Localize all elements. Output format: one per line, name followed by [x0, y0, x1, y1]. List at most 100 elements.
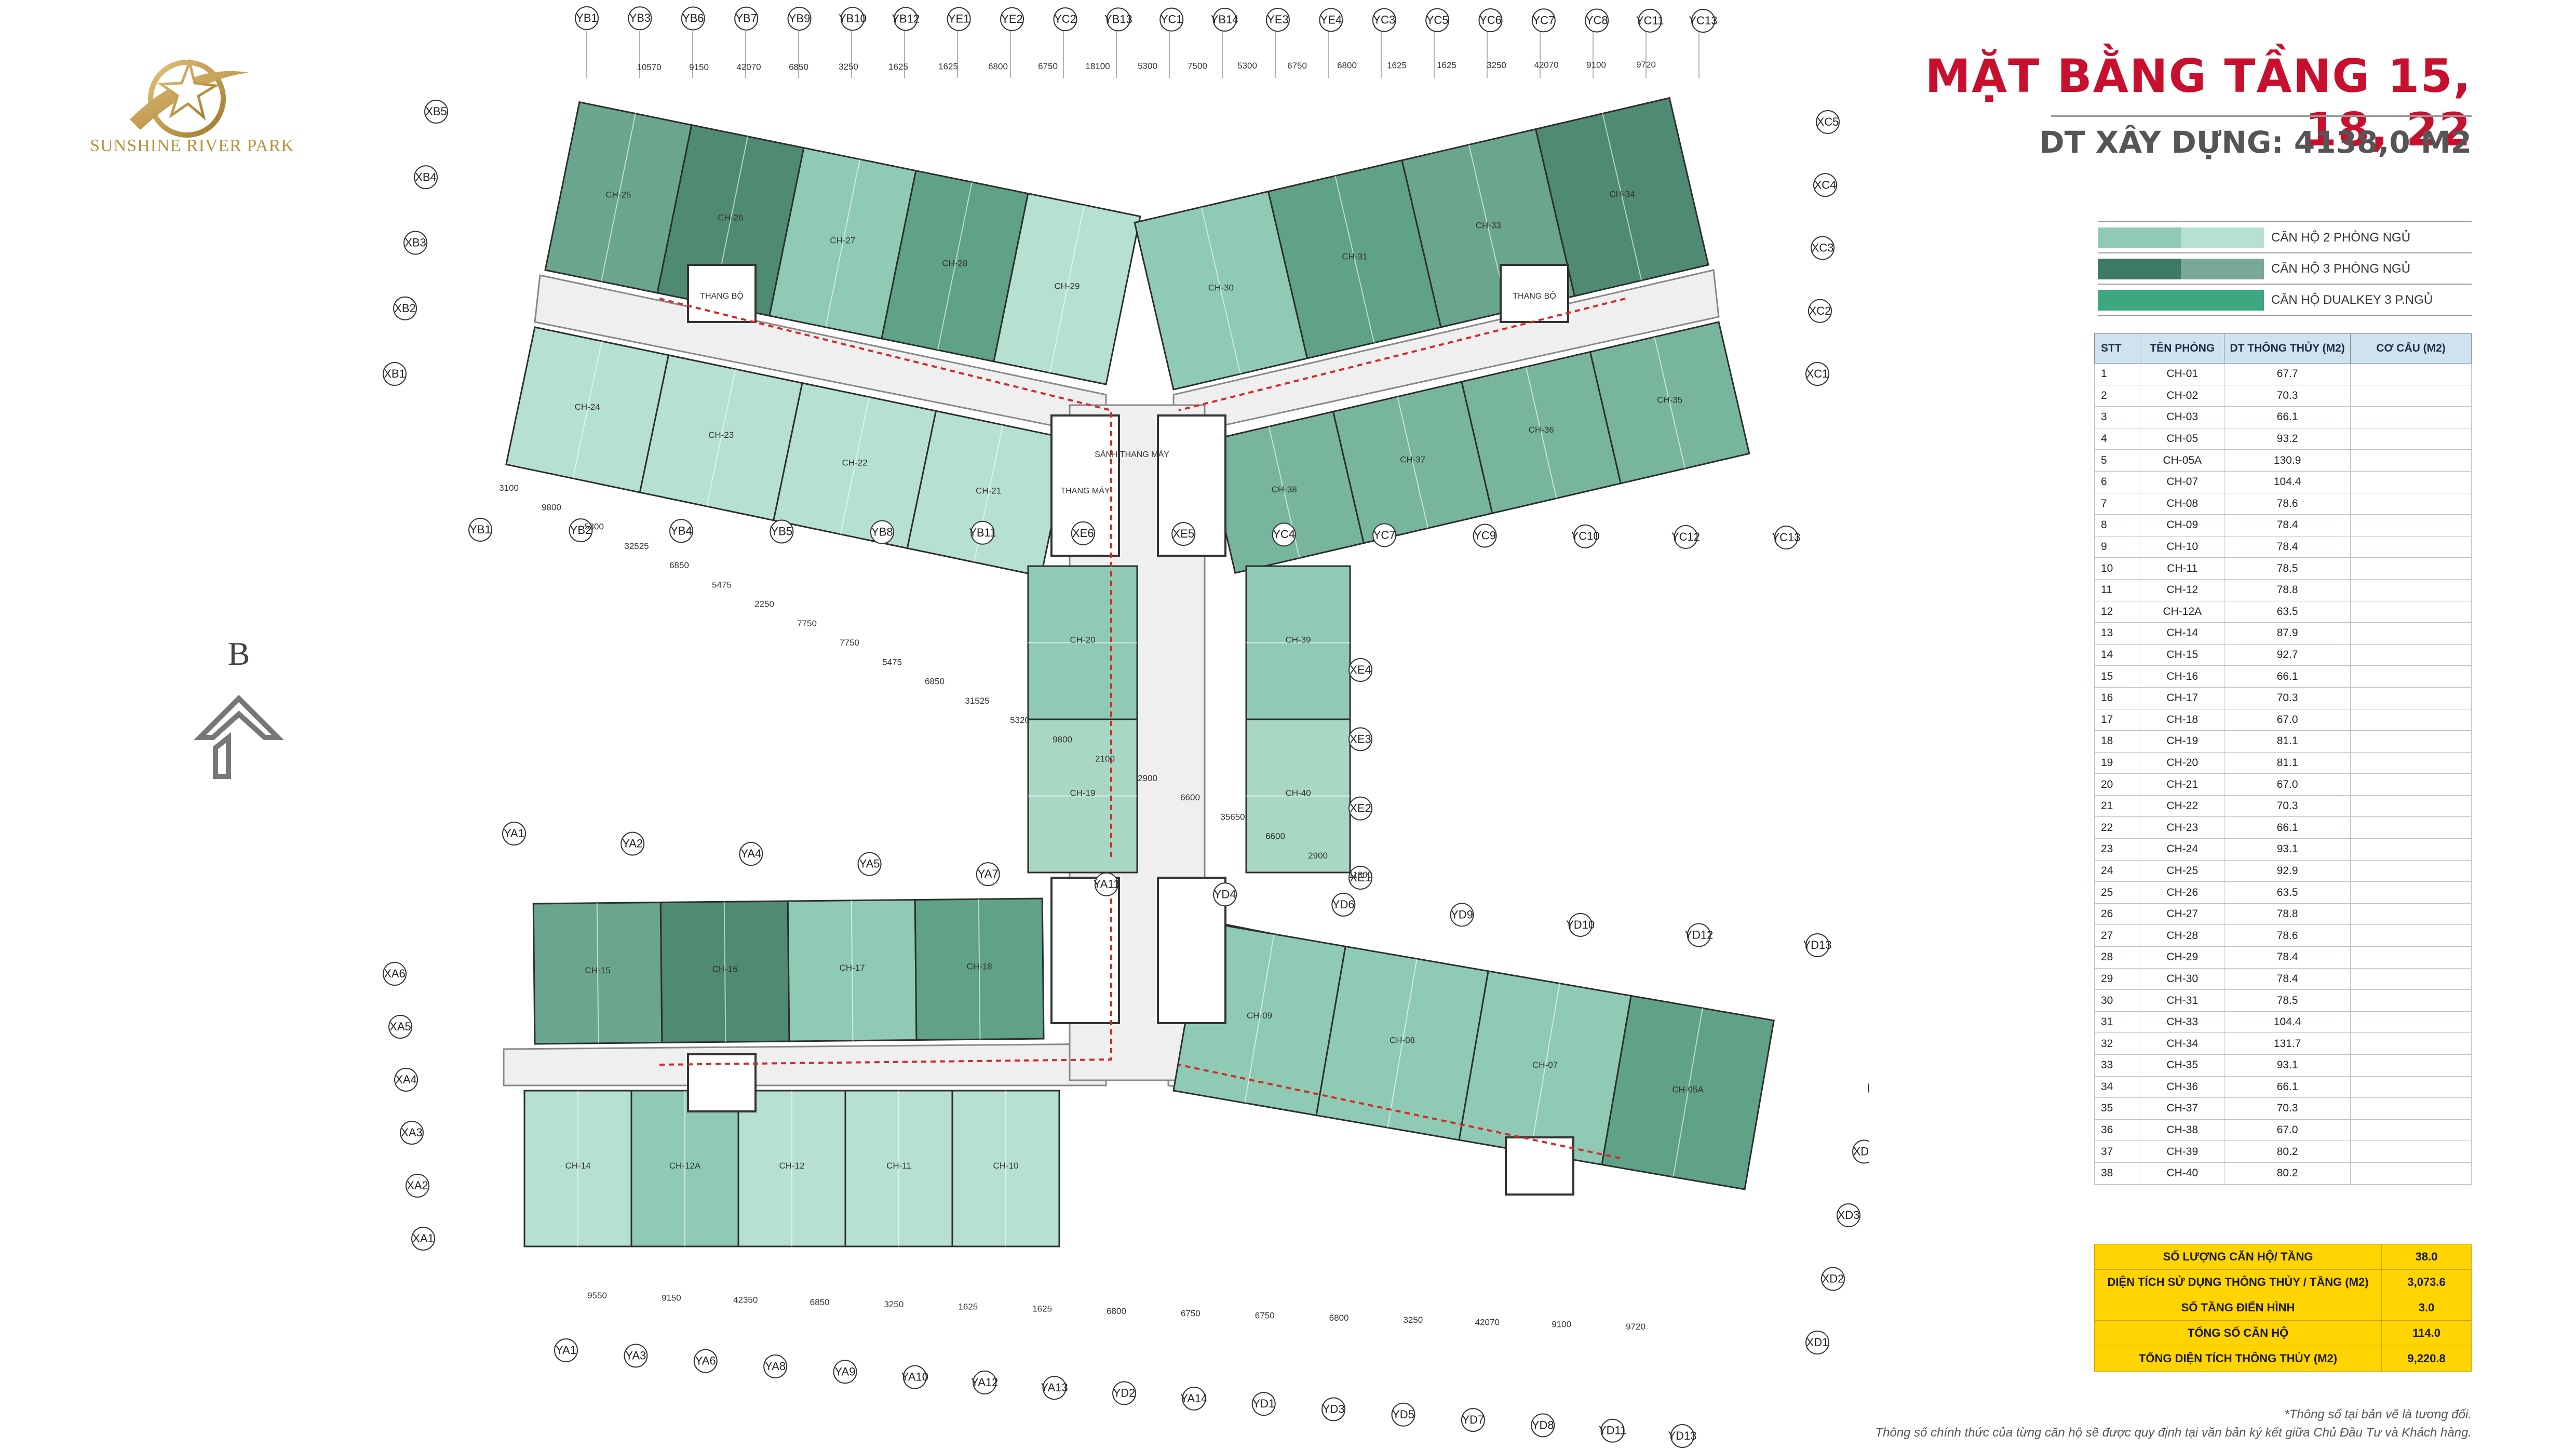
room-partition: [601, 113, 636, 282]
unit-label: CH-05A: [1672, 1085, 1704, 1095]
service-label: THANG BỘ: [700, 291, 744, 301]
table-cell-area: 63.5: [2224, 881, 2351, 904]
dimension-label: 6850: [669, 560, 689, 570]
grid-bubble: [1159, 7, 1184, 32]
grid-label: YD1: [1252, 1397, 1275, 1410]
dimension-label: 6600: [1265, 831, 1285, 841]
unit-label: CH-38: [1272, 485, 1297, 494]
grid-label: YC5: [1426, 14, 1449, 26]
summary-value: 114.0: [2381, 1320, 2472, 1346]
table-cell-cc: [2350, 1011, 2472, 1034]
grid-bubble: [1531, 8, 1556, 33]
grid-label: XC3: [1812, 242, 1834, 254]
dimension-label: 7500: [1188, 61, 1207, 71]
grid-label: XC5: [1817, 115, 1839, 128]
table-cell-name: CH-10: [2140, 535, 2225, 558]
table-cell-cc: [2350, 795, 2472, 817]
table-cell-name: CH-39: [2140, 1141, 2225, 1163]
grid-bubble: [870, 520, 894, 544]
table-cell-stt: 4: [2094, 427, 2141, 450]
grid-label: YD4: [1214, 888, 1236, 901]
grid-label: YA4: [740, 847, 761, 860]
grid-label: XB5: [425, 105, 447, 118]
dimension-label: 6600: [1180, 793, 1200, 802]
table-cell-area: 70.3: [2224, 795, 2351, 817]
table-cell-name: CH-15: [2140, 643, 2225, 666]
grid-bubble: [400, 1121, 424, 1145]
grid-bubble: [970, 520, 995, 545]
table-cell-cc: [2350, 406, 2472, 428]
legend-divider: [2098, 284, 2472, 285]
dimension-label: 6800: [1337, 61, 1357, 71]
grid-bubble: [1478, 8, 1503, 33]
table-cell-cc: [2350, 1032, 2472, 1055]
grid-label: YB2: [570, 524, 592, 536]
table-cell-name: CH-22: [2140, 795, 2225, 817]
room-partition: [1387, 958, 1418, 1128]
grid-bubble: [1691, 9, 1715, 33]
table-cell-area: 80.2: [2224, 1162, 2351, 1185]
grid-label: XC4: [1814, 178, 1837, 191]
north-arrow-icon: B: [193, 635, 285, 779]
grid-bubble: [621, 831, 645, 856]
dimension-label: 9150: [662, 1293, 681, 1303]
grid-label: YA2: [622, 837, 643, 850]
table-cell-name: CH-37: [2140, 1097, 2225, 1120]
grid-label: YA9: [835, 1365, 856, 1378]
grid-label: YB1: [469, 523, 491, 536]
grid-bubble: [1638, 8, 1662, 33]
page-title: MẶT BẰNG TẦNG 15, 18, 22: [1925, 49, 2472, 156]
summary-label: TỔNG SỐ CĂN HỘ: [2094, 1320, 2382, 1346]
table-cell-area: 66.1: [2224, 406, 2351, 428]
table-cell-cc: [2350, 427, 2472, 450]
table-cell-area: 78.8: [2224, 579, 2351, 601]
dimension-label: 42350: [733, 1295, 758, 1305]
legend-item-3br: CĂN HỘ 3 PHÒNG NGỦ: [2098, 258, 2472, 280]
elevator-cores: [687, 264, 1574, 1196]
table-cell-cc: [2350, 773, 2472, 796]
grid-label: YA10: [901, 1371, 928, 1384]
room-partition: [1397, 396, 1429, 529]
table-cell-name: CH-25: [2140, 860, 2225, 882]
dimension-label: 1625: [1032, 1304, 1052, 1314]
grid-label: XE5: [1172, 527, 1194, 540]
grid-label: YC4: [1273, 528, 1295, 541]
summary-value: 9,220.8: [2381, 1346, 2472, 1372]
dimension-label: 3100: [499, 483, 519, 493]
dimension-label: 18100: [1085, 61, 1110, 71]
footnote-detail: Thông số chính thức của từng căn hộ sẽ đ…: [1875, 1426, 2472, 1440]
unit-label: CH-37: [1400, 454, 1425, 464]
table-cell-stt: 7: [2094, 492, 2141, 515]
dimension-label: 32525: [624, 541, 649, 551]
unit-label: CH-09: [1247, 1011, 1272, 1021]
legend-label: CĂN HỘ DUALKEY 3 P.NGỦ: [2271, 293, 2433, 307]
grid-label: YB14: [1211, 13, 1239, 26]
service-label: SẢNH THANG MÁY: [1095, 449, 1169, 459]
grid-bubble: [1182, 1386, 1206, 1411]
table-cell-cc: [2350, 924, 2472, 947]
grid-label: YC11: [1636, 14, 1664, 27]
unit-label: CH-35: [1657, 395, 1682, 405]
title-divider: [2051, 115, 2472, 117]
dimension-label: 5475: [882, 657, 902, 667]
grid-label: XB3: [404, 236, 426, 249]
table-cell-cc: [2350, 622, 2472, 645]
table-cell-stt: 34: [2094, 1076, 2141, 1098]
table-cell-name: CH-05: [2140, 427, 2225, 450]
table-cell-stt: 20: [2094, 773, 2141, 796]
grid-label: YB5: [771, 525, 793, 538]
table-cell-stt: 29: [2094, 968, 2141, 990]
table-cell-area: 130.9: [2224, 449, 2351, 472]
table-cell-name: CH-38: [2140, 1119, 2225, 1142]
grid-bubble: [1670, 1424, 1694, 1448]
unit-label: CH-36: [1529, 425, 1554, 435]
grid-label: YD10: [1566, 918, 1595, 931]
